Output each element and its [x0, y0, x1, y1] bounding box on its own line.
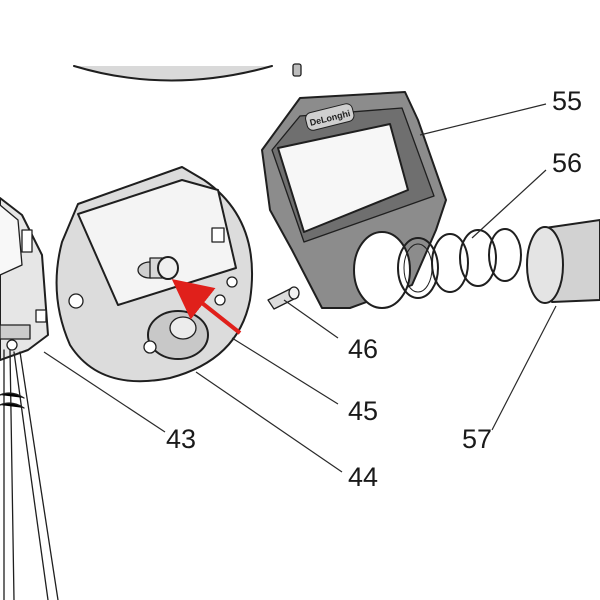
- callout-56: 56: [552, 148, 582, 178]
- leader-lines: [43, 103, 557, 473]
- part-55-front-panel: DeLonghi: [261, 91, 447, 309]
- leader-56: [471, 169, 547, 239]
- part-45-pin: [137, 256, 179, 280]
- brand-logo: DeLonghi: [305, 103, 355, 131]
- highlight-arrow: [171, 279, 242, 335]
- leader-44: [195, 371, 343, 473]
- part-57-sleeve: [526, 219, 600, 304]
- leader-46: [283, 299, 339, 339]
- part-46-small-pin: [267, 286, 300, 310]
- callout-46: 46: [348, 334, 378, 364]
- part-43-bracket-assembly: [0, 197, 59, 600]
- callout-43: 43: [166, 424, 196, 454]
- callout-44: 44: [348, 462, 378, 492]
- leader-45: [231, 337, 339, 405]
- top-partial-housing: [73, 63, 302, 82]
- callout-55: 55: [552, 86, 582, 116]
- callout-57: 57: [462, 424, 492, 454]
- leader-55: [419, 103, 547, 136]
- leader-43: [43, 351, 166, 433]
- part-44-mounting-plate: [55, 166, 254, 383]
- part-56-spring: [397, 228, 522, 299]
- leader-57: [491, 305, 557, 431]
- callout-45: 45: [348, 396, 378, 426]
